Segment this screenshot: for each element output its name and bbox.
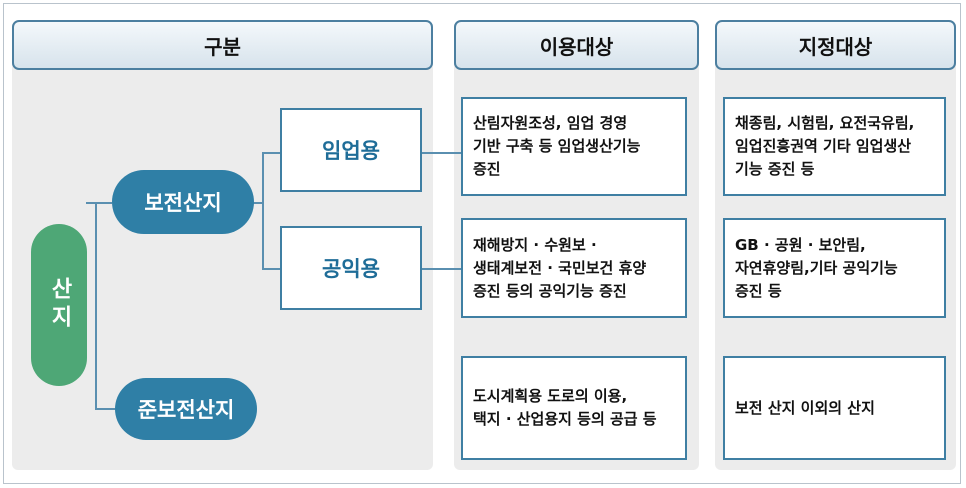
public-usage-box: 재해방지 · 수원보 · 생태계보전 · 국민보건 휴양 증진 등의 공익기능 … [461,218,687,318]
semi-conservation-forest-node: 준보전산지 [115,378,257,440]
forestry-designation-box: 채종림, 시험림, 요전국유림, 임업진흥권역 기타 임업생산 기능 증진 등 [723,97,946,196]
public-designation-box: GB · 공원 · 보안림, 자연휴양림,기타 공익기능 증진 등 [723,218,946,318]
forestry-usage-box: 산림자원조성, 임업 경영 기반 구축 등 임업생산기능 증진 [461,97,687,196]
forestry-to-usage-line [421,152,461,154]
semi-designation-box: 보전 산지 이외의 산지 [723,356,946,460]
root-to-semi-line [95,408,115,410]
root-node-sanji: 산지 [31,224,87,386]
to-public-line [262,268,280,270]
root-node-label: 산지 [47,277,72,333]
conservation-connector-vertical [262,152,264,270]
category-header: 구분 [12,20,433,70]
public-to-usage-line [421,268,461,270]
public-use-node: 공익용 [280,226,422,310]
forestry-use-node: 임업용 [280,108,422,192]
semi-usage-box: 도시계획용 도로의 이용, 택지 · 산업용지 등의 공급 등 [461,356,687,460]
to-forestry-line [262,152,280,154]
diagram-frame [3,3,961,484]
conservation-forest-node: 보전산지 [112,170,254,234]
conservation-branch-stub [252,202,264,204]
root-connector-vertical [95,202,97,410]
designation-target-header: 지정대상 [715,20,956,70]
usage-target-header: 이용대상 [454,20,699,70]
root-to-conservation-line [86,202,112,204]
